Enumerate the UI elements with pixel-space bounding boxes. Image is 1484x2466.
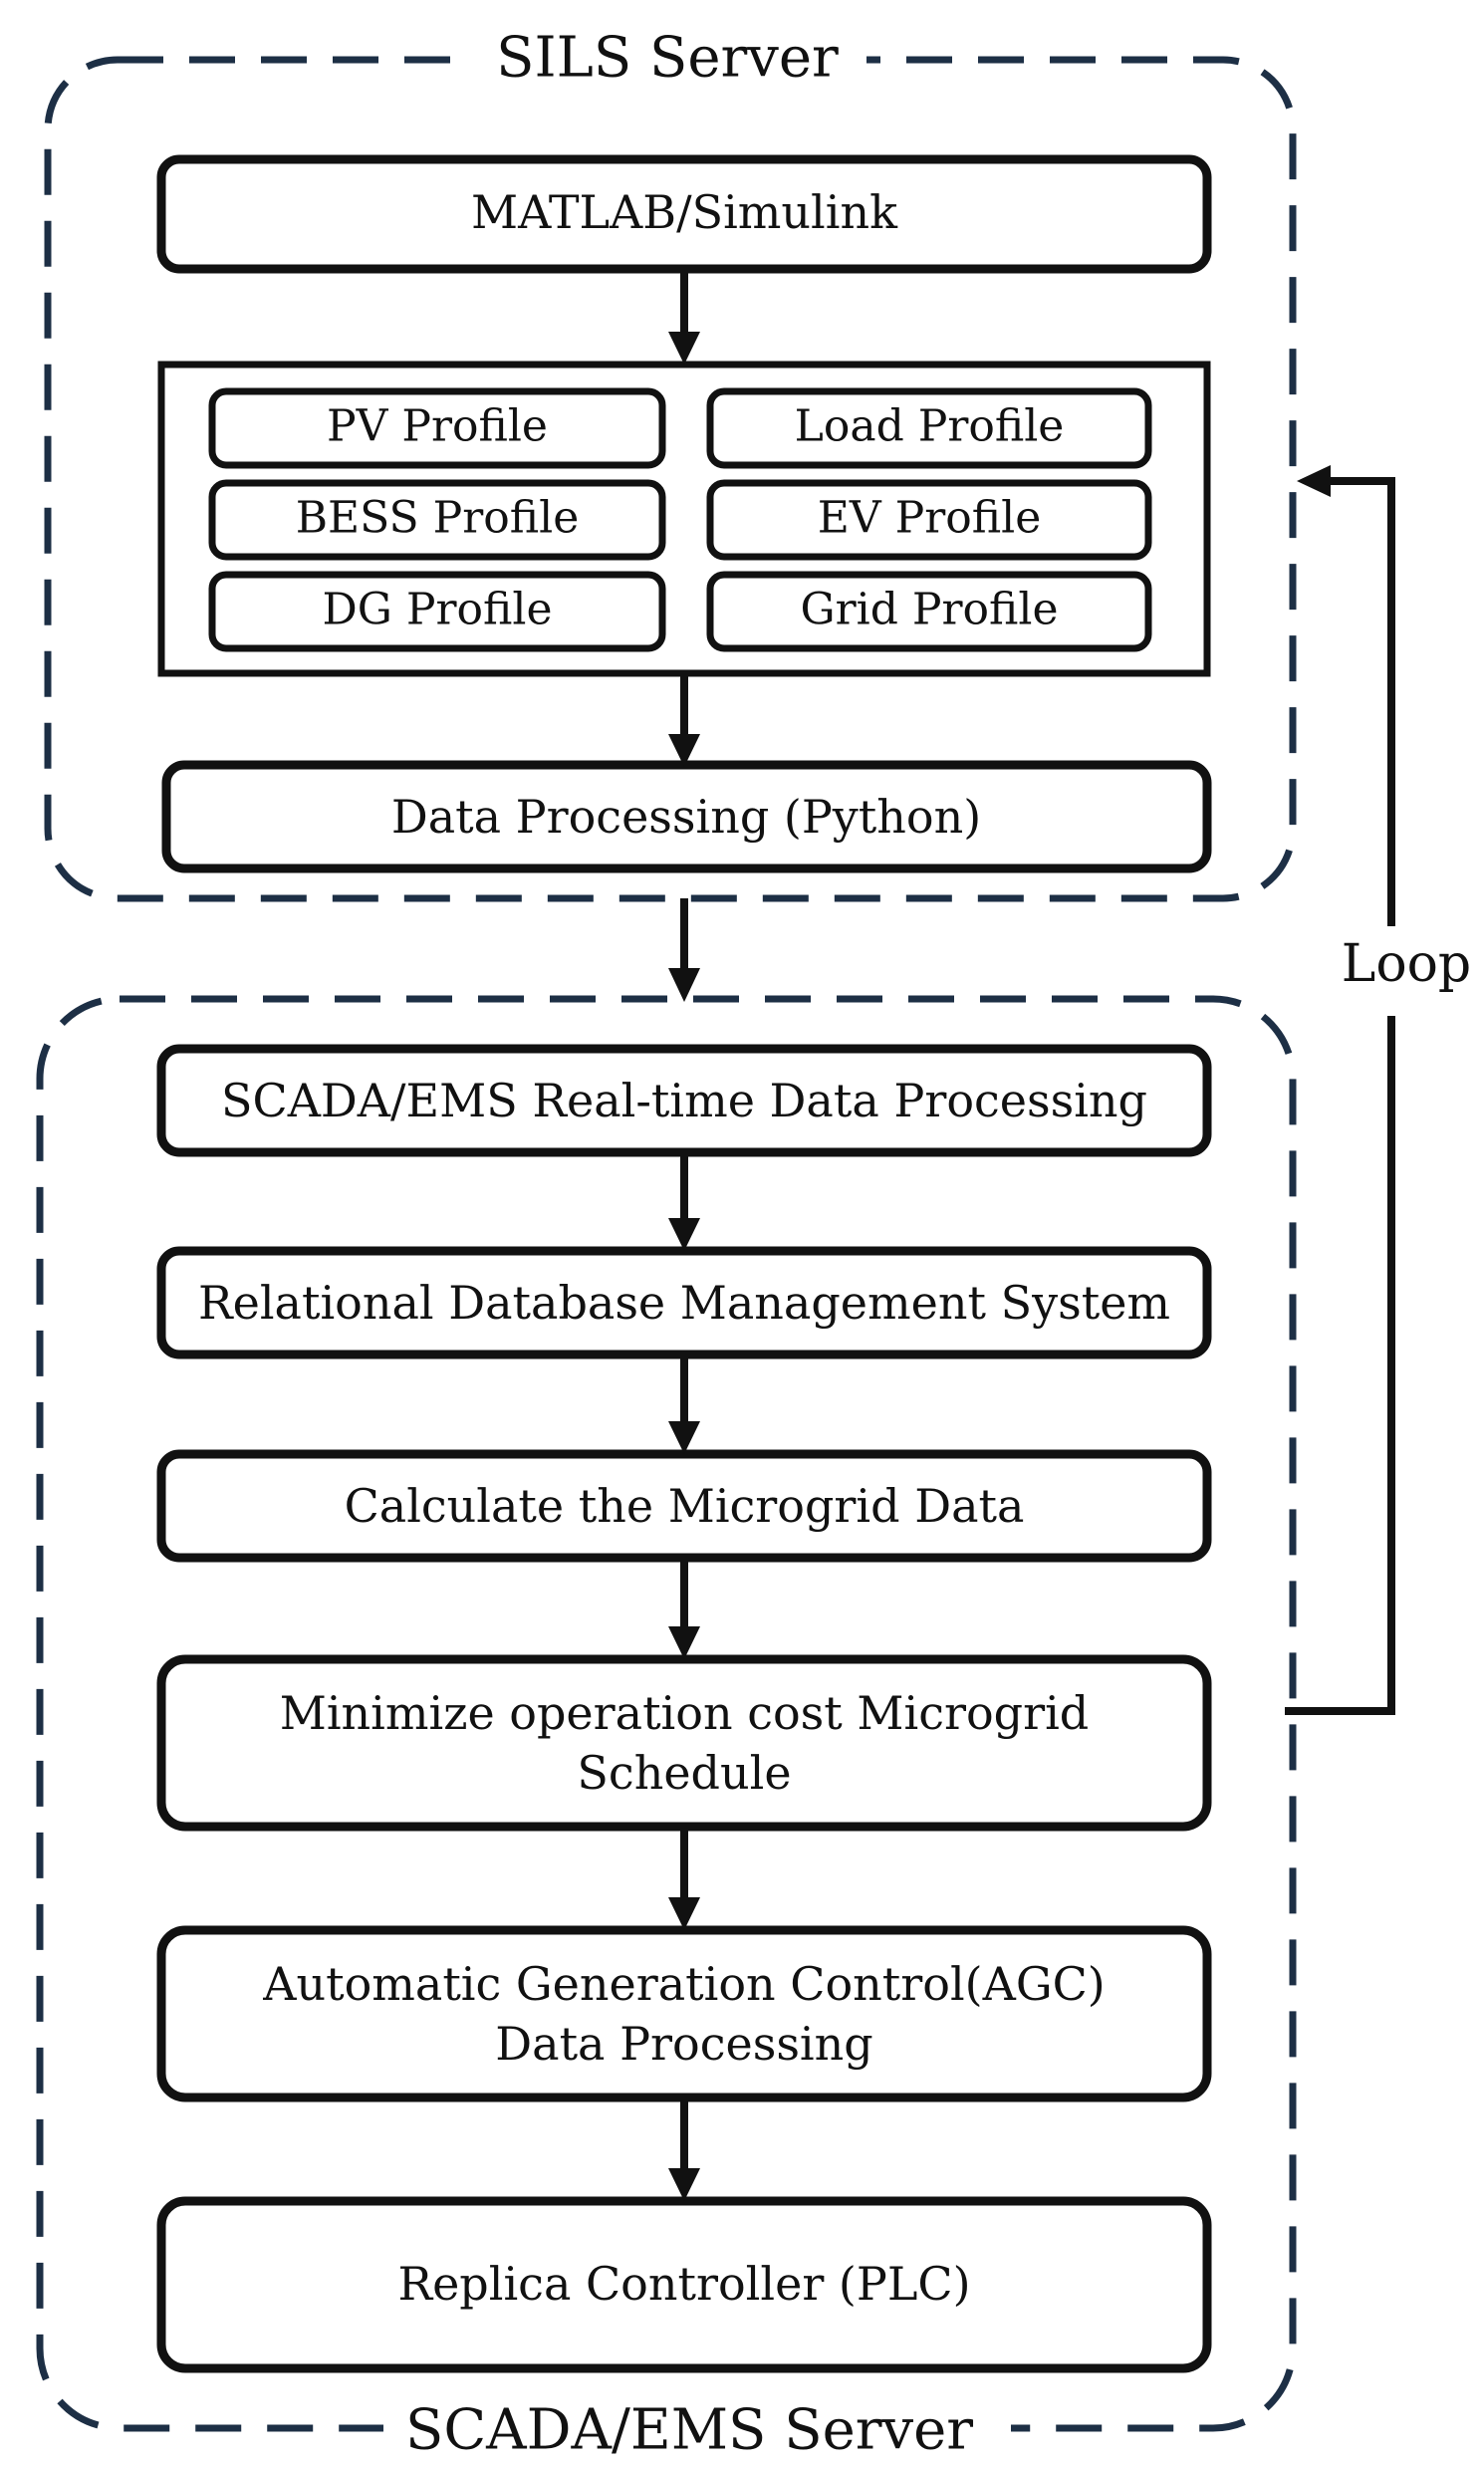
replica-controller-node: Replica Controller (PLC): [156, 2196, 1212, 2373]
data-processing-python-node: Data Processing (Python): [161, 760, 1212, 873]
pv-profile-node: PV Profile: [208, 387, 666, 469]
arrow-calculate-to-minimize: [668, 1558, 700, 1659]
arrow-rdbms-to-calculate: [668, 1355, 700, 1454]
arrow-realtime-to-rdbms: [668, 1152, 700, 1251]
sils-server-title: SILS Server: [496, 26, 839, 91]
scada-ems-server-title: SCADA/EMS Server: [405, 2398, 973, 2463]
sils-server-group: SILS Server: [44, 22, 1297, 902]
calculate-microgrid-label: Calculate the Microgrid Data: [345, 1479, 1025, 1533]
sils-server-frame: [44, 56, 1297, 902]
scada-ems-server-group: SCADA/EMS Server: [36, 995, 1297, 2466]
dg-profile-label: DG Profile: [323, 585, 553, 635]
rdbms-label: Relational Database Management System: [198, 1276, 1170, 1330]
scada-realtime-label: SCADA/EMS Real-time Data Processing: [221, 1074, 1147, 1127]
agc-label-line2: Data Processing: [495, 2017, 872, 2071]
scada-ems-server-title-mask: [383, 2390, 1011, 2466]
minimize-cost-label-line1: Minimize operation cost Microgrid: [280, 1686, 1090, 1740]
rdbms-node: Relational Database Management System: [156, 1246, 1212, 1359]
bess-profile-node: BESS Profile: [208, 479, 666, 561]
arrow-matlab-to-profiles: [668, 269, 700, 365]
sils-server-title-mask: [468, 22, 866, 102]
matlab-simulink-node: MATLAB/Simulink: [156, 154, 1212, 274]
replica-controller-label: Replica Controller (PLC): [397, 2257, 970, 2311]
data-processing-python-label: Data Processing (Python): [391, 790, 981, 844]
grid-profile-node: Grid Profile: [706, 571, 1152, 652]
scada-realtime-node: SCADA/EMS Real-time Data Processing: [156, 1044, 1212, 1157]
ev-profile-node: EV Profile: [706, 479, 1152, 561]
minimize-cost-node: Minimize operation cost Microgrid Schedu…: [156, 1654, 1212, 1832]
arrow-agc-to-replica: [668, 2097, 700, 2201]
grid-profile-label: Grid Profile: [801, 585, 1059, 635]
matlab-simulink-label: MATLAB/Simulink: [471, 185, 898, 239]
pv-profile-label: PV Profile: [327, 401, 548, 452]
arrow-minimize-to-agc: [668, 1827, 700, 1930]
load-profile-node: Load Profile: [706, 387, 1152, 469]
arrow-sils-to-scada: [668, 898, 700, 1002]
loop-feedback-arrow: [1285, 465, 1395, 1715]
agc-label-line1: Automatic Generation Control(AGC): [262, 1957, 1105, 2011]
minimize-cost-label-line2: Schedule: [577, 1746, 791, 1800]
dg-profile-node: DG Profile: [208, 571, 666, 652]
bess-profile-label: BESS Profile: [296, 493, 580, 544]
load-profile-label: Load Profile: [795, 401, 1065, 452]
loop-label: Loop: [1342, 934, 1471, 994]
agc-node: Automatic Generation Control(AGC) Data P…: [156, 1925, 1212, 2102]
calculate-microgrid-node: Calculate the Microgrid Data: [156, 1449, 1212, 1563]
arrow-profiles-to-python: [668, 673, 700, 767]
ev-profile-label: EV Profile: [818, 493, 1041, 544]
profiles-container: PV Profile Load Profile BESS Profile EV …: [157, 361, 1211, 677]
